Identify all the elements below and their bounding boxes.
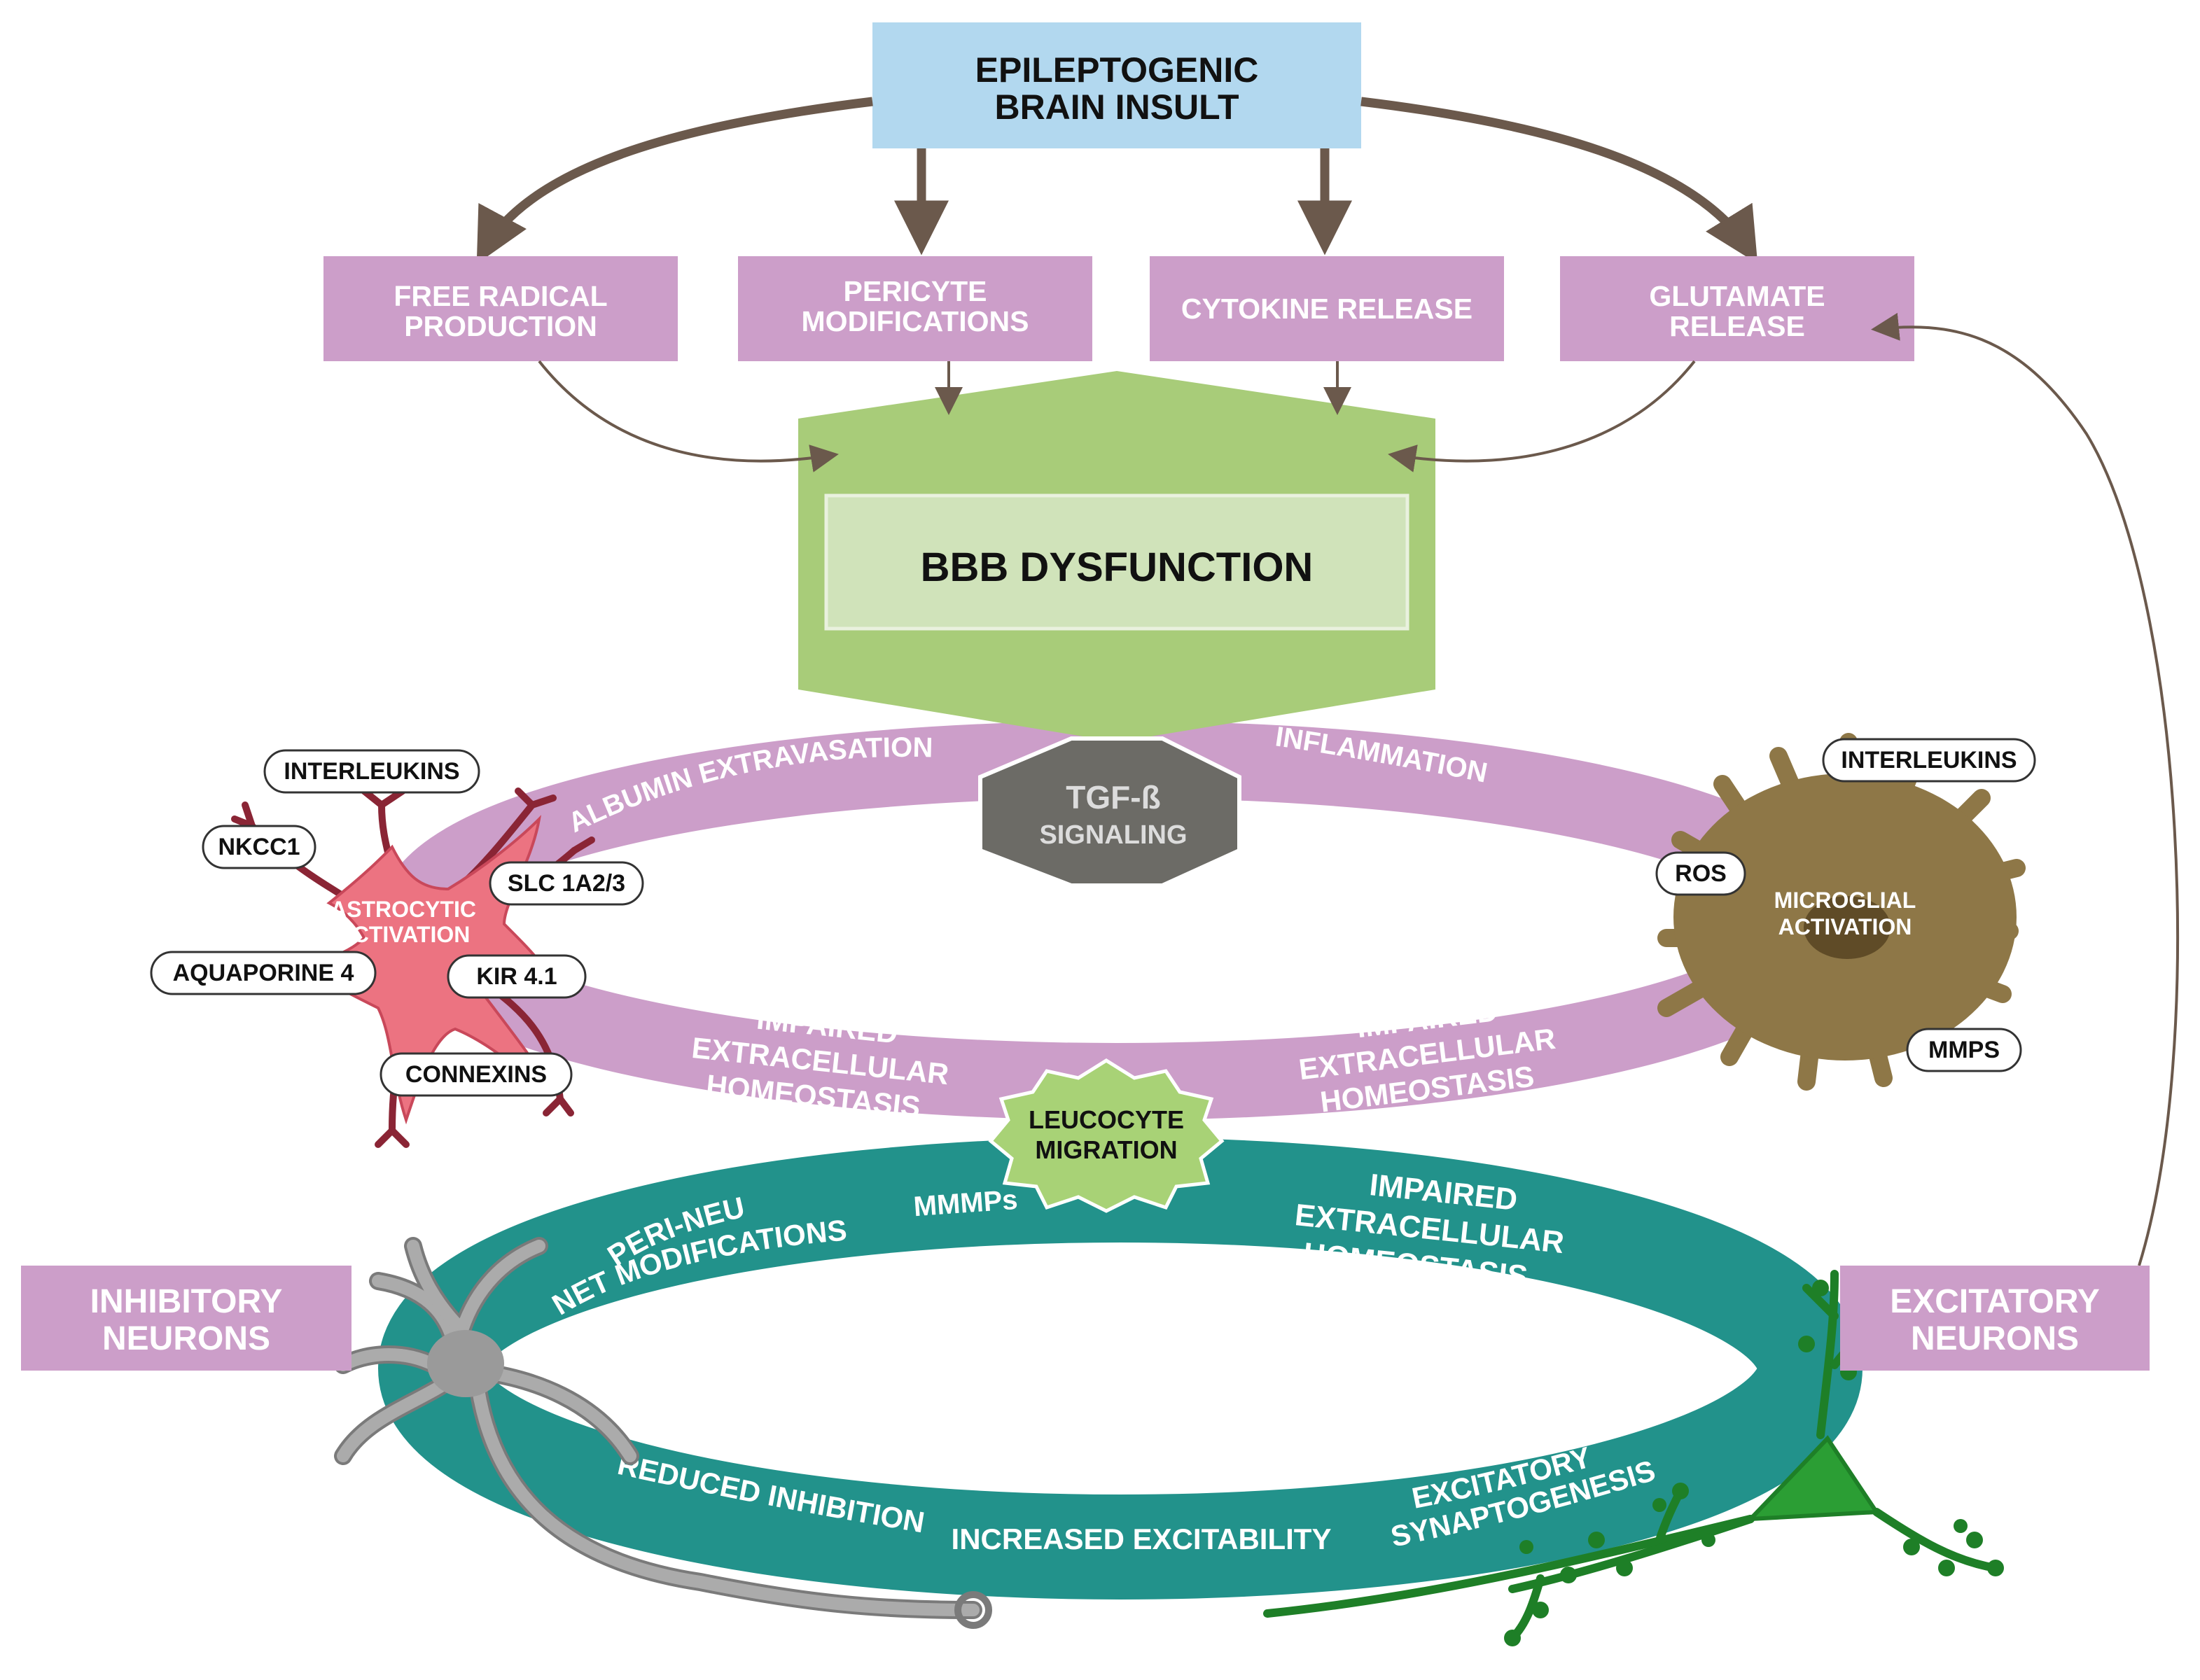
cause-free-radical-line2: PRODUCTION [404, 310, 597, 342]
inhibitory-neurons-box: INHIBITORY NEURONS [21, 1266, 351, 1371]
astrocyte-tag-slc: SLC 1A2/3 [489, 861, 644, 906]
insult-arrows [476, 97, 1758, 265]
svg-text:INTERLEUKINS: INTERLEUKINS [284, 758, 459, 785]
bbb-dysfunction: BBB DYSFUNCTION [798, 371, 1435, 742]
astrocyte-tag-interleukins: INTERLEUKINS [263, 749, 480, 794]
perineural-line1: PERI-NEURAL [0, 0, 748, 1272]
leucocyte-line1: LEUCOCYTE [1029, 1105, 1184, 1134]
astrocyte-line2: ACTIVATION [337, 922, 471, 947]
insult-box: EPILEPTOGENIC BRAIN INSULT [872, 22, 1361, 148]
svg-text:KIR 4.1: KIR 4.1 [476, 963, 557, 990]
microglia-tag-interleukins: INTERLEUKINS [1822, 738, 2036, 783]
astrocyte-line1: ASTROCYTIC [330, 897, 476, 922]
inhibitory-line2: NEURONS [102, 1320, 270, 1357]
svg-text:ROS: ROS [1675, 860, 1727, 887]
arrow-to-free-radical [476, 97, 873, 265]
cause-cytokine: CYTOKINE RELEASE [1150, 256, 1504, 361]
cause-glutamate-line2: RELEASE [1669, 310, 1805, 342]
cause-cytokine-line1: CYTOKINE RELEASE [1181, 293, 1473, 325]
leucocyte-line2: MIGRATION [1035, 1135, 1177, 1164]
svg-text:SLC 1A2/3: SLC 1A2/3 [508, 870, 625, 897]
tgf-line1: TGF-ß [1066, 779, 1160, 816]
svg-text:NKCC1: NKCC1 [218, 834, 300, 860]
astrocyte-tag-connexins: CONNEXINS [380, 1052, 573, 1097]
impaired-right-label: IMPAIRED EXTRACELLULAR HOMEOSTASIS [1297, 994, 1557, 1119]
increased-excitability-label: INCREASED EXCITABILITY [952, 1522, 1332, 1555]
cause-pericyte-line2: MODIFICATIONS [802, 305, 1029, 337]
inhibitory-neuron [334, 1237, 992, 1629]
tgf-signaling: TGF-ß SIGNALING [978, 736, 1241, 888]
svg-text:INTERLEUKINS: INTERLEUKINS [1841, 747, 2017, 774]
leucocyte-migration: LEUCOCYTE MIGRATION [988, 1058, 1225, 1213]
microglia-line2: ACTIVATION [1778, 914, 1912, 939]
microglia-tag-ros: ROS [1655, 851, 1746, 896]
astrocyte-tag-aquaporine: AQUAPORINE 4 [150, 951, 377, 995]
cause-pericyte-line1: PERICYTE [843, 275, 987, 307]
svg-text:CONNEXINS: CONNEXINS [405, 1061, 547, 1088]
arrow-to-glutamate [1360, 97, 1758, 264]
arrow-excitatory-to-glutamate [1871, 312, 2180, 1266]
inhibitory-line1: INHIBITORY [90, 1283, 283, 1320]
insult-line2: BRAIN INSULT [994, 88, 1239, 127]
microglia-tag-mmps: MMPS [1906, 1028, 2022, 1072]
svg-text:MMPS: MMPS [1928, 1037, 2000, 1063]
bbb-label: BBB DYSFUNCTION [921, 545, 1314, 590]
tgf-line2: SIGNALING [1039, 820, 1187, 850]
microglia-line1: MICROGLIAL [1774, 888, 1916, 913]
excitatory-line1: EXCITATORY [1890, 1283, 2100, 1320]
arrow-glutamate-to-bbb [1388, 360, 1696, 472]
excitatory-line2: NEURONS [1911, 1320, 2079, 1357]
cause-free-radical-line1: FREE RADICAL [394, 280, 607, 312]
insult-line1: EPILEPTOGENIC [975, 50, 1259, 90]
cause-glutamate: GLUTAMATE RELEASE [1560, 256, 1914, 361]
cause-pericyte: PERICYTE MODIFICATIONS [738, 256, 1092, 361]
mmmps-label: MMMPs [912, 1184, 1019, 1222]
excitatory-neurons-box: EXCITATORY NEURONS [1840, 1266, 2150, 1371]
svg-text:AQUAPORINE 4: AQUAPORINE 4 [173, 960, 354, 986]
astrocyte-tag-nkcc1: NKCC1 [202, 825, 316, 869]
cause-to-bbb-arrows [538, 312, 2180, 1266]
arrow-free-radical-to-bbb [538, 360, 839, 472]
cause-free-radical: FREE RADICAL PRODUCTION [323, 256, 678, 361]
cause-glutamate-line1: GLUTAMATE [1649, 280, 1825, 312]
astrocyte-tag-kir: KIR 4.1 [447, 954, 587, 999]
